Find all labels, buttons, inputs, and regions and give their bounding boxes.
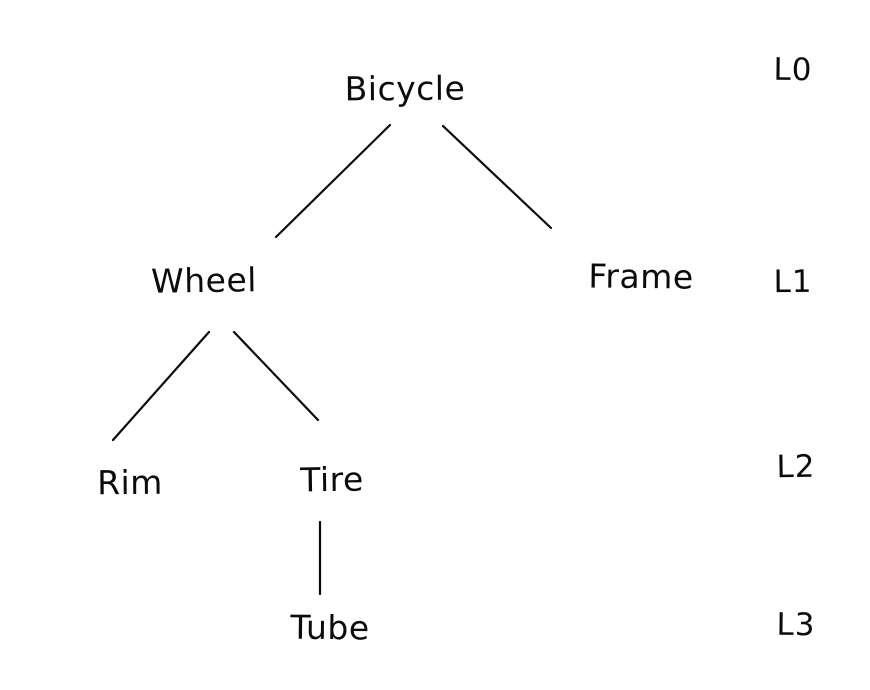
level-label-l3: L3	[776, 606, 816, 644]
level-label-l0: L0	[773, 51, 813, 89]
node-wheel[interactable]: Wheel	[150, 260, 258, 301]
node-tire[interactable]: Tire	[299, 459, 365, 500]
edge-wheel-tire	[232, 330, 320, 422]
node-bicycle[interactable]: Bicycle	[344, 68, 466, 109]
node-tube[interactable]: Tube	[290, 607, 370, 648]
node-rim[interactable]: Rim	[96, 462, 164, 503]
edge-bicycle-wheel	[274, 123, 392, 239]
node-frame[interactable]: Frame	[588, 256, 694, 297]
level-label-l2: L2	[776, 448, 816, 486]
level-label-l1: L1	[773, 263, 813, 301]
edge-bicycle-frame	[441, 124, 553, 230]
edge-wheel-rim	[111, 330, 211, 442]
